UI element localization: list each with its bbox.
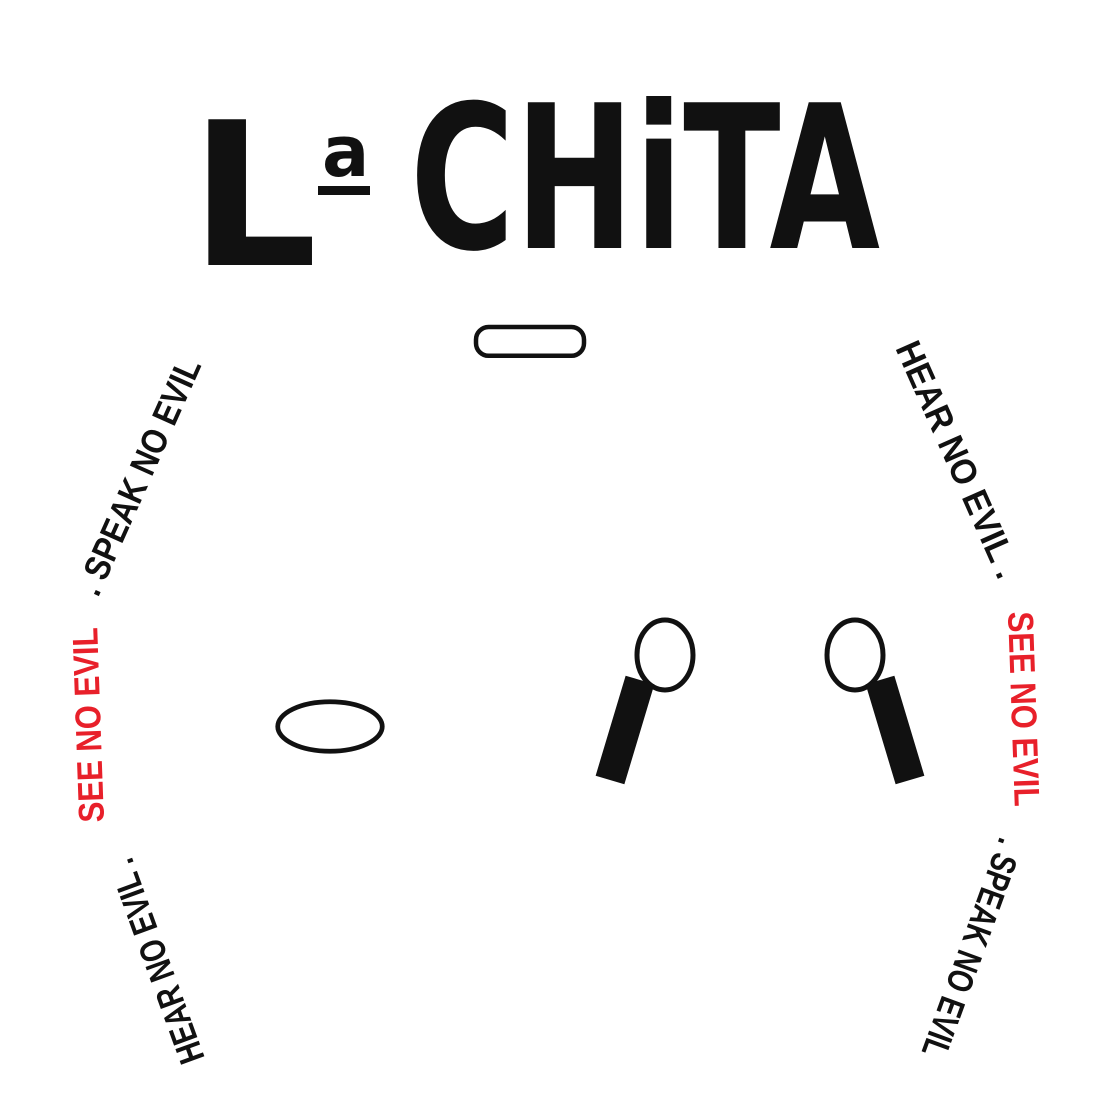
raised-arms [595,675,925,785]
title-initial: L [190,80,317,313]
right-hand-over-ear [824,617,886,693]
logo-title: L a CHiTA [190,63,880,313]
hands-over-mouth [275,699,385,754]
ring-left-hear: HEAR NO EVIL . [100,853,212,1069]
ring-right-hear: HEAR NO EVIL . [888,335,1029,585]
monkey-see-no-evil [473,324,587,359]
monkey-speak-no-evil [275,699,385,754]
title-superscript: a [322,111,369,193]
ring-left-see: SEE NO EVIL [64,627,112,823]
ring-right-speak: . SPEAK NO EVIL [914,833,1031,1063]
hands-over-eyes [473,324,587,359]
title-rest: CHiTA [410,63,880,296]
ring-left-speak: . SPEAK NO EVIL [68,352,209,602]
monkey-hear-no-evil [595,617,925,785]
ring-right-see: SEE NO EVIL [1000,611,1048,807]
ring-text-left: HEAR NO EVIL . SEE NO EVIL . SPEAK NO EV… [64,352,212,1070]
ring-text-right: HEAR NO EVIL . SEE NO EVIL . SPEAK NO EV… [888,335,1048,1064]
left-hand-over-ear [634,617,696,693]
superscript-underline [318,186,370,195]
